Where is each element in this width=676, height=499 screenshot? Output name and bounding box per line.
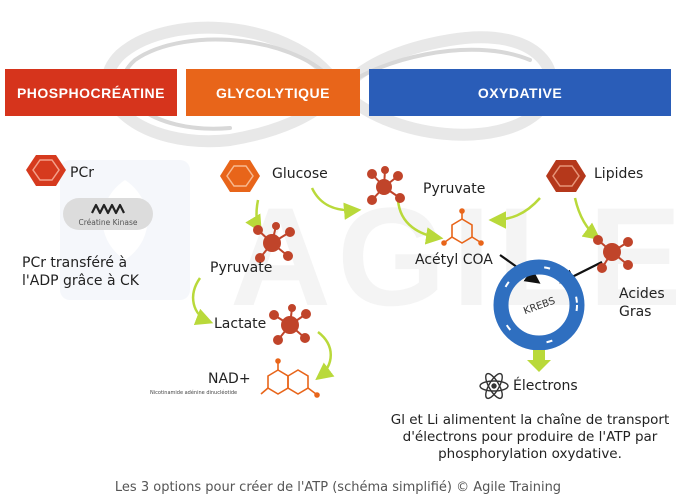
label-acetyl-coa: Acétyl COA — [415, 252, 493, 268]
summary-text: Gl et Li alimentent la chaîne de transpo… — [390, 412, 670, 463]
summary-line-1: Gl et Li alimentent la chaîne de transpo… — [390, 412, 670, 428]
arrow-pyruvate-acetylcoa — [396, 199, 444, 245]
watermark-text: AGILE — [230, 178, 676, 335]
banner-glycolytique: GLYCOLYTIQUE — [186, 69, 360, 116]
molecule-icon — [253, 222, 295, 263]
label-lipides: Lipides — [594, 166, 644, 182]
label-pyruvate-left: Pyruvate — [210, 260, 273, 276]
creatine-kinase-icon — [91, 203, 125, 215]
creatine-kinase-badge: Créatine Kinase — [63, 198, 153, 230]
label-pcr-transfer-2: l'ADP grâce à CK — [22, 273, 139, 289]
arrow-glucose-pyruvate-top — [310, 187, 362, 220]
banner-glycolytique-label: GLYCOLYTIQUE — [216, 84, 330, 101]
hexagon-icon — [26, 155, 66, 186]
summary-line-3: phosphorylation oxydative. — [438, 446, 622, 462]
banner-phosphocreatine: PHOSPHOCRÉATINE — [5, 69, 177, 116]
nad-structure-icon — [260, 358, 320, 398]
arrow-lactate-nad — [315, 331, 335, 381]
summary-line-2: d'électrons pour produire de l'ATP par — [402, 429, 658, 445]
hexagon-icon — [220, 160, 260, 192]
arrow-lipides-acetylcoa — [488, 197, 541, 229]
banner-phosphocreatine-label: PHOSPHOCRÉATINE — [16, 84, 166, 101]
arrow-pyruvate-lactate — [191, 277, 214, 326]
atom-icon — [479, 372, 509, 400]
label-pcr-transfer-1: PCr transféré à — [22, 255, 128, 271]
label-acides: Acides — [619, 286, 665, 302]
molecule-icon — [367, 166, 405, 205]
hexagon-icon — [546, 160, 586, 192]
banner-oxydative: OXYDATIVE — [369, 69, 671, 116]
label-gras: Gras — [619, 304, 652, 320]
molecule-icon — [593, 235, 633, 273]
figure-caption: Les 3 options pour créer de l'ATP (schém… — [114, 480, 562, 495]
label-nad: NAD+ — [208, 371, 251, 387]
label-glucose: Glucose — [272, 166, 328, 182]
molecule-icon — [269, 304, 311, 345]
down-arrow-icon — [527, 350, 551, 372]
creatine-kinase-label: Créatine Kinase — [78, 218, 138, 227]
label-pyruvate-top: Pyruvate — [423, 181, 486, 197]
banner-oxydative-label: OXYDATIVE — [477, 84, 563, 101]
label-pcr: PCr — [70, 165, 94, 181]
label-lactate: Lactate — [214, 316, 267, 332]
label-electrons: Électrons — [513, 378, 578, 394]
label-nad-full: Nicotinamide adénine dinucléotide — [150, 390, 238, 396]
acetyl-coa-structure-icon — [441, 208, 484, 246]
